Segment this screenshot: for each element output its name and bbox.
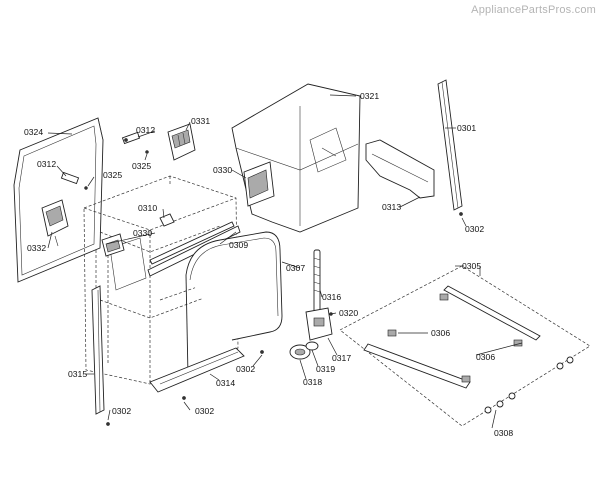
door-seal-part[interactable] bbox=[185, 231, 283, 377]
label-0302: 0302 bbox=[112, 406, 131, 416]
label-0321: 0321 bbox=[360, 91, 379, 101]
side-panel-part[interactable] bbox=[13, 117, 104, 283]
label-0302: 0302 bbox=[195, 406, 214, 416]
label-0301: 0301 bbox=[457, 123, 476, 133]
label-0306: 0306 bbox=[476, 352, 495, 362]
base-plate-part[interactable] bbox=[339, 265, 591, 427]
label-0319: 0319 bbox=[316, 364, 335, 374]
label-0324: 0324 bbox=[24, 127, 43, 137]
label-0308: 0308 bbox=[494, 428, 513, 438]
label-0313: 0313 bbox=[382, 202, 401, 212]
label-0302: 0302 bbox=[236, 364, 255, 374]
screw-part[interactable] bbox=[106, 422, 110, 426]
screw-part[interactable] bbox=[182, 396, 186, 400]
label-0318: 0318 bbox=[303, 377, 322, 387]
screw-part[interactable] bbox=[260, 350, 264, 354]
label-0314: 0314 bbox=[216, 378, 235, 388]
label-0309: 0309 bbox=[229, 240, 248, 250]
bracket-part-0313[interactable] bbox=[365, 139, 435, 199]
rail-part-0301[interactable] bbox=[437, 79, 463, 211]
label-0320: 0320 bbox=[339, 308, 358, 318]
bracket-part-top[interactable] bbox=[121, 131, 141, 145]
screw-part[interactable] bbox=[459, 212, 463, 216]
part-labels: 0324 0312 0331 0325 0312 0325 0330 0332 … bbox=[24, 91, 513, 438]
label-0330: 0330 bbox=[213, 165, 232, 175]
module-part-0331[interactable] bbox=[167, 123, 196, 161]
screw-part[interactable] bbox=[84, 186, 88, 190]
label-0310: 0310 bbox=[138, 203, 157, 213]
hinge-spring-part[interactable] bbox=[289, 249, 333, 360]
label-0307: 0307 bbox=[286, 263, 305, 273]
label-0305: 0305 bbox=[462, 261, 481, 271]
watermark: AppliancePartsPros.com bbox=[471, 4, 596, 16]
label-0306: 0306 bbox=[431, 328, 450, 338]
top-rail-part[interactable] bbox=[147, 221, 241, 277]
module-part-0330[interactable] bbox=[243, 161, 275, 207]
label-0325: 0325 bbox=[103, 170, 122, 180]
module-part-0332[interactable] bbox=[41, 199, 69, 247]
bottom-rail-part-0314[interactable] bbox=[149, 347, 245, 393]
label-0331: 0331 bbox=[191, 116, 210, 126]
label-0312: 0312 bbox=[136, 125, 155, 135]
label-0332: 0332 bbox=[27, 243, 46, 253]
label-0317: 0317 bbox=[332, 353, 351, 363]
label-0302: 0302 bbox=[465, 224, 484, 234]
leader-lines bbox=[47, 94, 523, 429]
label-0330: 0330 bbox=[133, 228, 152, 238]
clip-part-0310[interactable] bbox=[159, 213, 175, 227]
screw-part[interactable] bbox=[145, 150, 149, 154]
insulation-panel-part[interactable] bbox=[231, 83, 361, 233]
side-strip-part-0315[interactable] bbox=[91, 285, 105, 415]
label-0315: 0315 bbox=[68, 369, 87, 379]
label-0312: 0312 bbox=[37, 159, 56, 169]
label-0316: 0316 bbox=[322, 292, 341, 302]
label-0325: 0325 bbox=[132, 161, 151, 171]
clip-part-0330[interactable] bbox=[101, 233, 125, 257]
